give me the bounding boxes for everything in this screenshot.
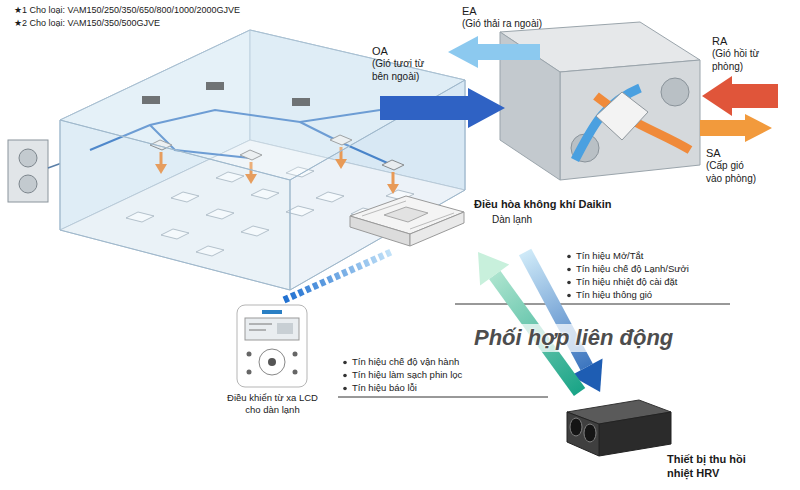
cassette-unit-picture [384,207,428,222]
unit-subtitle: Dàn lạnh [492,214,532,227]
wireless-link [284,252,391,300]
leader-line [338,397,548,398]
cassette-unit-picture [350,216,410,246]
signal-item: Tín hiệu chế độ vận hành [352,356,459,368]
airflow-description: (Cấp gió vào phòng) [706,160,762,186]
hrv-unit-node: Thiết bị thu hồi nhiệt HRV [555,392,760,483]
signal-item: Tín hiệu Mở/Tắt [576,250,643,262]
signal-item: Tín hiệu nhiệt độ cài đặt [576,276,677,288]
remote-picture [237,305,307,387]
remote-controller-node: Điều khiển từ xa LCD cho dàn lạnh [215,300,330,425]
sa-arrow [700,114,772,142]
hrv-unit-picture [584,424,596,442]
signal-item: Tín hiệu làm sạch phin lọc [352,369,462,381]
hrv-cutaway [560,60,700,180]
remote-picture [249,330,266,331]
building-front [60,120,290,290]
remote-caption: Điều khiển từ xa LCD cho dàn lạnh [227,392,318,416]
remote-picture [293,370,298,375]
model-note: ★2 Cho loại: VAM150/350/500GJVE [14,18,160,30]
remote-picture [245,318,299,340]
airflow-code: SA [706,146,721,160]
hrv-cutaway [661,78,689,106]
oa-arrow [380,88,505,128]
hrv-unit-picture [570,418,582,436]
remote-picture [277,323,293,334]
hrv-unit-picture [567,412,599,456]
airflow-description: (Gió hồi từ phòng) [712,48,762,74]
signal-arrow [478,252,580,392]
signal-item: Tín hiệu thông gió [576,289,652,301]
outdoor-unit [19,175,37,193]
bullet-dot [567,255,571,259]
hrv-caption: Thiết bị thu hồi nhiệt HRV [667,452,753,480]
outdoor-unit [19,149,37,167]
building [60,30,465,290]
airflow-description: (Gió tươi từ bên ngoài) [372,58,436,84]
ra-arrow [702,76,778,116]
remote-picture [247,370,252,375]
ea-arrow [448,36,540,68]
linkage-title: Phối hợp liên động [470,324,677,352]
oa-arrow [380,88,505,128]
bullet-dot [343,374,347,378]
remote-picture [262,310,282,314]
ra-arrow [702,76,778,116]
ea-arrow [448,36,540,68]
remote-picture [259,349,285,375]
wireless-link [284,252,391,300]
model-note: ★1 Cho loại: VAM150/250/350/650/800/1000… [14,5,240,17]
indoor-unit-node: Điều hòa không khí DaikinDàn lạnh [340,190,640,252]
bullet-dot [343,387,347,391]
cassette-unit-picture [362,201,406,216]
remote-picture [249,324,272,325]
bullet-dot [567,281,571,285]
bullet-dot [343,361,347,365]
unit-title: Điều hòa không khí Daikin [474,197,612,211]
remote-picture [232,302,312,390]
hrv-cutaway [596,92,648,140]
sa-arrow [700,114,772,142]
cassette-unit-picture [344,192,470,250]
signal-item: Tín hiệu báo lỗi [352,382,417,394]
bullet-dot [567,294,571,298]
airflow-code: RA [712,34,727,48]
leader-line [455,304,730,305]
arrow-head [478,252,509,286]
signal-item: Tín hiệu chế độ Lạnh/Sưởi [576,263,689,275]
remote-picture [268,358,276,366]
cassette-unit-picture [410,213,454,229]
airflow-code: OA [372,44,388,58]
bullet-dot [567,268,571,272]
building-front [60,30,465,290]
remote-picture [293,352,298,357]
remote-picture [247,352,252,357]
outdoor-unit [8,140,48,202]
hrv-unit-picture [559,394,679,458]
hrv-unit-picture [599,412,671,456]
airflow-description: (Gió thải ra ngoài) [462,18,542,31]
airflow-code: EA [462,4,477,18]
